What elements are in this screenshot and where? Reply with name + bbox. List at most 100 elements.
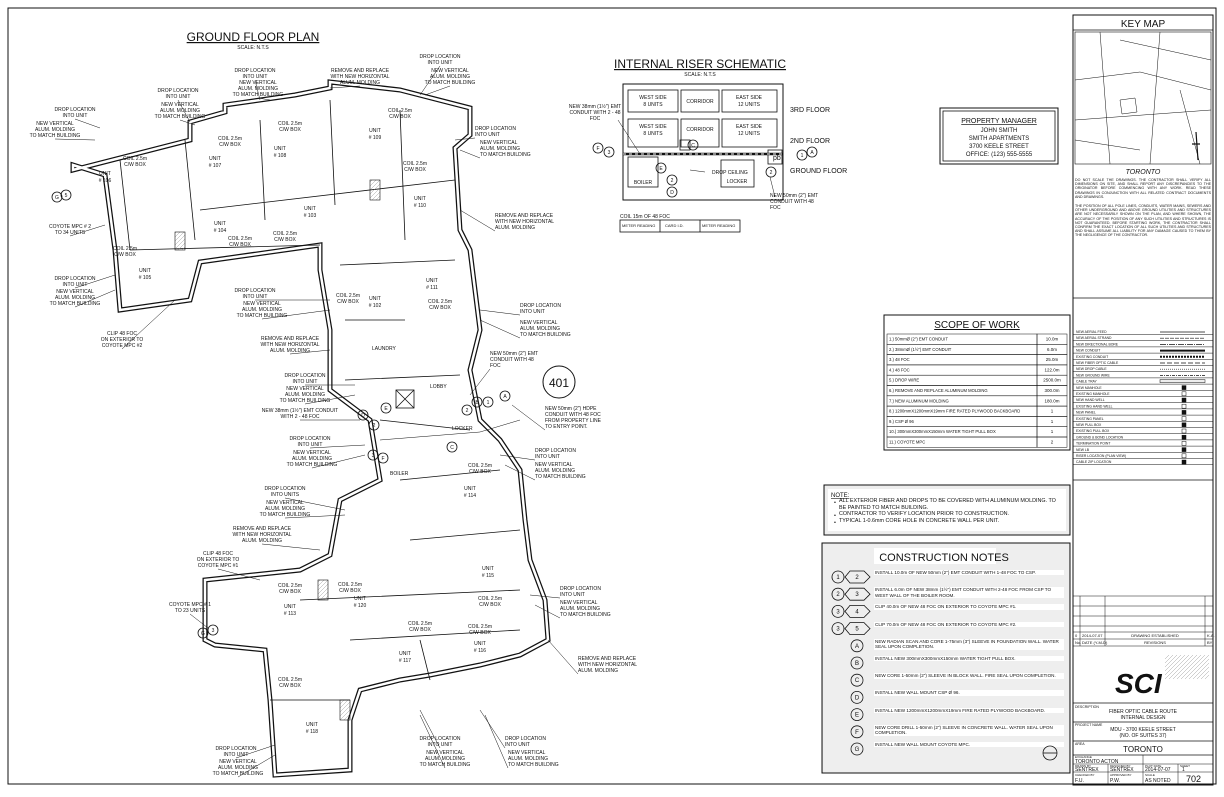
note-tag: [850, 639, 864, 653]
note-tag: [831, 622, 845, 635]
callout-new-vertical: TO MATCH BUILDING: [233, 92, 284, 98]
callout-leader: [304, 394, 356, 405]
unit-box: C/W BOX: [229, 242, 251, 248]
project-label: PROJECT NAME: [1075, 723, 1103, 727]
riser-corridor: CORRIDOR: [686, 127, 714, 133]
tag-5: 5: [65, 193, 68, 199]
callout-leader: [419, 65, 441, 96]
tag-g-bot: G: [201, 631, 205, 637]
legend-symbol: [1181, 453, 1187, 459]
svg-text:1: 1: [487, 400, 490, 406]
callout-drop-location: DROP LOCATION: [520, 303, 561, 309]
callout-clip-2: COYOTE MPC #2: [102, 343, 143, 349]
svg-text:B: B: [475, 400, 479, 406]
callout-new-vertical: NEW VERTICAL: [36, 121, 74, 127]
unit-coil: COIL 2.5m: [388, 108, 412, 114]
note-tag-label: C: [855, 678, 860, 684]
legend-label: CABLE TRAY: [1076, 380, 1098, 384]
svg-text:2: 2: [770, 170, 773, 176]
scope-item: 3.) 48 FOC: [889, 357, 910, 362]
sheet-border: [7, 7, 1217, 785]
callout-new-vertical: NEW VERTICAL: [426, 750, 464, 756]
note-bullet: •: [834, 513, 836, 519]
callout-leader: [254, 79, 261, 101]
revisions-table: 0 2014-07-07 DRAWING ESTABLISHED K.A. No…: [1073, 595, 1215, 647]
callout-new-vertical: NEW VERTICAL: [56, 289, 94, 295]
riser-drop-ceiling: DROP CEILING: [712, 170, 748, 176]
sheet-label: SHEET: [1180, 764, 1190, 768]
unit-box: C/W BOX: [124, 162, 146, 168]
unit-number: # 107: [209, 163, 222, 169]
riser-east-label: EAST SIDE: [736, 95, 763, 101]
scope-qty: 2: [1051, 440, 1054, 445]
note-tag: [850, 673, 864, 687]
unit-box: C/W BOX: [409, 627, 431, 633]
unit-label: UNIT: [482, 566, 494, 572]
callout-new-vertical: TO MATCH BUILDING: [30, 133, 81, 139]
callout-new-vertical: TO MATCH BUILDING: [287, 462, 338, 468]
svg-text:C: C: [450, 445, 454, 451]
unit-label: UNIT: [274, 146, 286, 152]
unit-box: C/W BOX: [279, 127, 301, 133]
callout-new-vertical: ALUM. MOLDING: [508, 756, 548, 762]
svg-text:E: E: [384, 406, 388, 412]
unit-box: C/W BOX: [279, 589, 301, 595]
svg-text:2: 2: [466, 408, 469, 414]
title-column: KEY MAP TORONTO DO NOT SCALE THE DRAWING…: [1072, 14, 1215, 786]
callout-new-vertical: NEW VERTICAL: [243, 301, 281, 307]
note-tag-label: 3: [855, 592, 859, 598]
plot-date-label: PLOT DATE: [1145, 764, 1161, 768]
callout-leader: [289, 349, 331, 355]
construction-note-text: NEW CORE DRILL 1-50mm (2") SLEEVE IN CON…: [874, 724, 1064, 736]
scope-of-work: SCOPE OF WORK 1.) 50mmØ (2") EMT CONDUIT…: [883, 314, 1071, 451]
riser-west-label: WEST SIDE: [639, 95, 667, 101]
unit-label: UNIT: [139, 268, 151, 274]
legend-label: NEW AERIAL STRAND: [1076, 336, 1112, 340]
construction-note-text: NEW CORE 1-50mm (2") SLEEVE IN BLOCK WAL…: [874, 673, 1064, 679]
building-outline: [70, 79, 551, 778]
manager-name: JOHN SMITH: [981, 128, 1018, 134]
legend-symbol: [1181, 410, 1187, 415]
rev-desc: DRAWING ESTABLISHED: [1131, 633, 1179, 638]
sheet-value: 1: [1182, 767, 1185, 773]
note-tag-label: D: [855, 695, 860, 701]
scope-item: 4.) 48 FOC: [889, 367, 910, 372]
callout-remove-replace: ALUM. MOLDING: [242, 538, 282, 544]
callout-remove-replace: ALUM. MOLDING: [495, 225, 535, 231]
callout-clip-1: CLIP 48 FOC: [203, 551, 233, 557]
legend-symbol: [1181, 434, 1187, 440]
note-tag: [850, 691, 864, 704]
callout-new-vertical: ALUM. MOLDING: [242, 307, 282, 313]
tag-g-top: G: [55, 195, 59, 201]
project-line1: MDU - 3700 KEELE STREET: [1110, 727, 1176, 733]
callout-new-vertical: NEW VERTICAL: [219, 759, 257, 765]
unit-coil: COIL 2.5m: [113, 246, 137, 252]
callout-new-vertical: TO MATCH BUILDING: [480, 152, 531, 158]
callout-remove-replace: WITH NEW HORIZONTAL: [232, 532, 291, 538]
construction-note-text: INSTALL NEW 300mmX300mmX150mm WATER TIGH…: [874, 656, 1064, 662]
note-tag: [850, 708, 864, 721]
note-tag-label: 3: [836, 609, 840, 615]
manager-address: 3700 KEELE STREET: [969, 144, 1029, 150]
svg-text:3: 3: [608, 150, 611, 156]
callout-drop-location: DROP LOCATION: [420, 736, 461, 742]
callout-drop-location: DROP LOCATION: [235, 68, 276, 74]
callout-new-vertical: TO MATCH BUILDING: [535, 474, 586, 480]
callout-new-vertical: NEW VERTICAL: [239, 80, 277, 86]
plot-date: 2014-07-07: [1145, 767, 1171, 773]
riser-west-label: WEST SIDE: [639, 124, 667, 130]
designed-by-label: DESIGNED BY: [1110, 764, 1131, 768]
unit-box: C/W BOX: [469, 630, 491, 636]
callout-drop-location: INTO UNIT: [428, 742, 453, 748]
legend-label: EXISTING PANEL: [1076, 417, 1104, 421]
callout-new-vertical: ALUM. MOLDING: [560, 606, 600, 612]
riser-corridor: CORRIDOR: [686, 99, 714, 105]
note-item: ALL EXTERIOR FIBER AND DROPS TO BE COVER…: [839, 498, 1056, 511]
callout-new-vertical: TO MATCH BUILDING: [280, 398, 331, 404]
elevator-shaft: [395, 389, 415, 409]
callout-new-vertical: TO MATCH BUILDING: [213, 771, 264, 777]
unit-label: UNIT: [399, 651, 411, 657]
callout-new-vertical: TO MATCH BUILDING: [420, 762, 471, 768]
callout-leader: [529, 594, 561, 599]
